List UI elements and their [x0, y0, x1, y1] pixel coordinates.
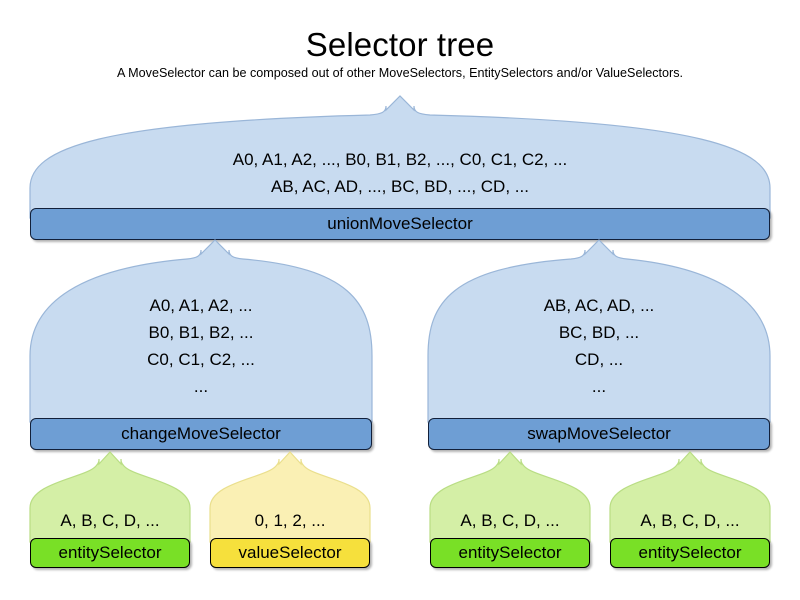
node-union-move-selector: A0, A1, A2, ..., B0, B1, B2, ..., C0, C1…: [29, 95, 771, 242]
value-selector-1-bar[interactable]: valueSelector: [210, 538, 370, 568]
union-dome-shape: [29, 95, 771, 219]
page-title: Selector tree: [305, 26, 495, 63]
entity-selector-1-dome-shape: [29, 451, 191, 543]
entity-selector-2-label: entitySelector: [458, 543, 562, 562]
entity-selector-3-label: entitySelector: [638, 543, 742, 562]
node-value-selector-1: 0, 1, 2, ... valueSelector: [209, 451, 371, 572]
entity-selector-2-bar[interactable]: entitySelector: [430, 538, 590, 568]
node-entity-selector-1: A, B, C, D, ... entitySelector: [29, 451, 191, 572]
entity-selector-3-dome-shape: [609, 451, 771, 543]
value-selector-1-label: valueSelector: [238, 543, 342, 562]
value-selector-1-dome-shape: [209, 451, 371, 543]
entity-selector-1-label: entitySelector: [58, 543, 162, 562]
node-entity-selector-2: A, B, C, D, ... entitySelector: [429, 451, 591, 572]
node-swap-move-selector: AB, AC, AD, ... BC, BD, ... CD, ... ... …: [427, 239, 771, 452]
page-subtitle: A MoveSelector can be composed out of ot…: [116, 66, 684, 80]
change-move-selector-label: changeMoveSelector: [121, 424, 281, 443]
swap-move-selector-bar[interactable]: swapMoveSelector: [428, 418, 770, 450]
entity-selector-1-bar[interactable]: entitySelector: [30, 538, 190, 568]
node-entity-selector-3: A, B, C, D, ... entitySelector: [609, 451, 771, 572]
entity-selector-3-bar[interactable]: entitySelector: [610, 538, 770, 568]
swap-dome-shape: [427, 239, 771, 423]
entity-selector-2-dome-shape: [429, 451, 591, 543]
change-move-selector-bar[interactable]: changeMoveSelector: [30, 418, 372, 450]
union-move-selector-bar[interactable]: unionMoveSelector: [30, 208, 770, 240]
change-dome-shape: [29, 239, 373, 423]
node-change-move-selector: A0, A1, A2, ... B0, B1, B2, ... C0, C1, …: [29, 239, 373, 452]
union-move-selector-label: unionMoveSelector: [327, 214, 473, 233]
swap-move-selector-label: swapMoveSelector: [527, 424, 671, 443]
